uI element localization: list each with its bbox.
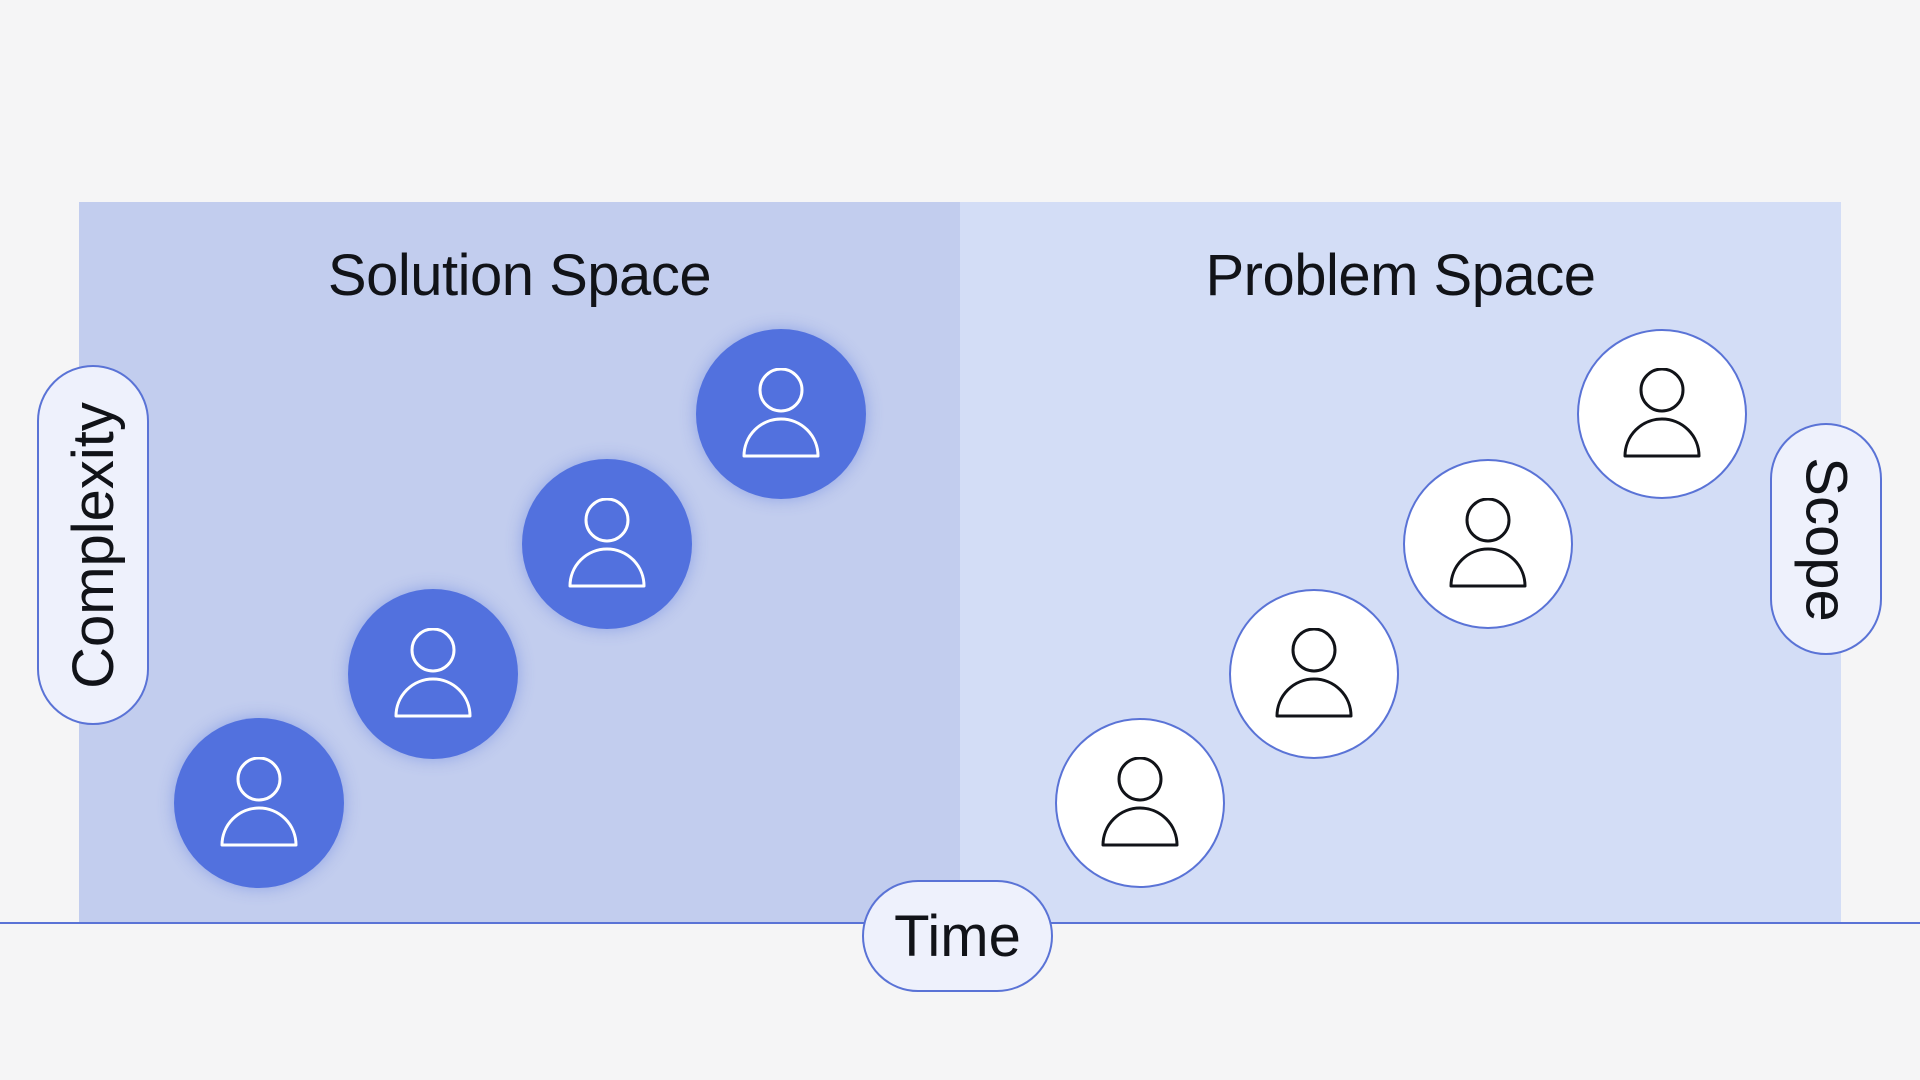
person-icon (568, 498, 646, 588)
scope-axis-label: Scope (1770, 423, 1882, 655)
solution-person-3 (522, 459, 692, 629)
person-icon (220, 757, 298, 847)
person-icon (394, 628, 472, 718)
scope-label-text: Scope (1793, 456, 1859, 622)
solution-space-title: Solution Space (327, 243, 712, 308)
problem-space-title: Problem Space (1205, 243, 1596, 308)
problem-person-2 (1229, 589, 1399, 759)
person-icon (1101, 757, 1179, 847)
solution-person-2 (348, 589, 518, 759)
problem-person-4 (1577, 329, 1747, 499)
person-icon (1623, 368, 1701, 458)
problem-person-3 (1403, 459, 1573, 629)
time-label-text: Time (894, 903, 1021, 969)
person-icon (1449, 498, 1527, 588)
solution-person-4 (696, 329, 866, 499)
complexity-axis-label: Complexity (37, 365, 149, 725)
person-icon (1275, 628, 1353, 718)
time-axis-label: Time (862, 880, 1053, 992)
complexity-label-text: Complexity (60, 401, 126, 689)
problem-person-1 (1055, 718, 1225, 888)
person-icon (742, 368, 820, 458)
solution-person-1 (174, 718, 344, 888)
